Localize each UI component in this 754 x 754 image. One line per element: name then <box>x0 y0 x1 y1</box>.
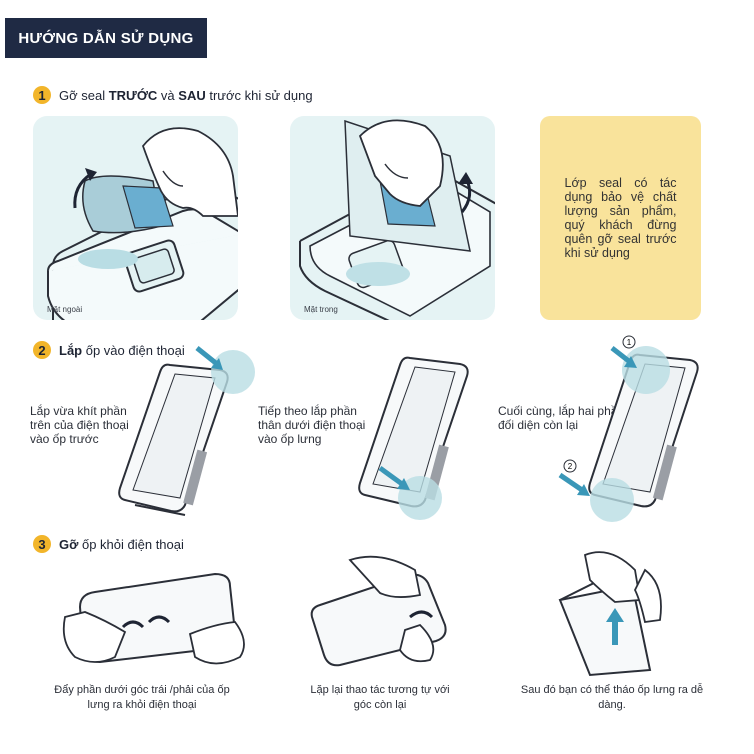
page-title: HƯỚNG DẪN SỬ DỤNG <box>5 18 207 58</box>
step-2-title: Lắp ốp vào điện thoại <box>59 342 185 358</box>
step-2-badge: 2 <box>33 341 51 359</box>
step-3-caption-2: Lặp lại thao tác tương tự với góc còn lạ… <box>310 684 450 711</box>
step-2-instruction-1: Lắp vừa khít phần trên của điện thoại và… <box>30 404 129 446</box>
marker-1-label: 1 <box>627 338 632 347</box>
seal-note-text: Lớp seal có tác dụng bảo vệ chất lượng s… <box>564 176 677 260</box>
step-3-heading: 3 Gỡ ốp khỏi điện thoại <box>33 535 184 553</box>
caption-inner-side: Mặt trong <box>304 305 338 314</box>
remove-pull-illustration <box>558 551 662 677</box>
remove-repeat-illustration <box>310 555 447 667</box>
seal-note-box: Lớp seal có tác dụng bảo vệ chất lượng s… <box>540 116 701 320</box>
peel-inner-seal-illustration <box>299 119 495 320</box>
step-3-title: Gỡ ốp khỏi điện thoại <box>59 536 184 552</box>
caption-outer-side: Mặt ngoài <box>47 305 83 314</box>
step-3-badge: 3 <box>33 535 51 553</box>
attach-top-illustration <box>118 346 255 516</box>
step-3-caption-3: Sau đó bạn có thể tháo ốp lưng ra dễ dàn… <box>520 684 704 711</box>
seal-outer-panel: Mặt ngoài <box>33 116 238 320</box>
remove-push-illustration <box>62 572 245 665</box>
attach-bottom-illustration <box>358 356 469 520</box>
step-1-title: Gỡ seal TRƯỚC và SAU trước khi sử dụng <box>59 87 313 103</box>
step-1-heading: 1 Gỡ seal TRƯỚC và SAU trước khi sử dụng <box>33 86 313 104</box>
step-1-badge: 1 <box>33 86 51 104</box>
step-3-caption-1: Đẩy phần dưới góc trái /phải của ốp lưng… <box>54 684 230 711</box>
attach-corners-illustration: 1 2 <box>558 335 699 522</box>
step-2-instruction-2: Tiếp theo lắp phần thân dưới điện thoại … <box>258 404 366 446</box>
step-2-heading: 2 Lắp ốp vào điện thoại <box>33 341 185 359</box>
marker-2-label: 2 <box>568 462 573 471</box>
peel-outer-seal-illustration <box>47 127 238 320</box>
seal-inner-panel: Mặt trong <box>290 116 495 320</box>
step-2-instruction-3: Cuối cùng, lắp hai phần đối diện còn lại <box>498 404 625 432</box>
